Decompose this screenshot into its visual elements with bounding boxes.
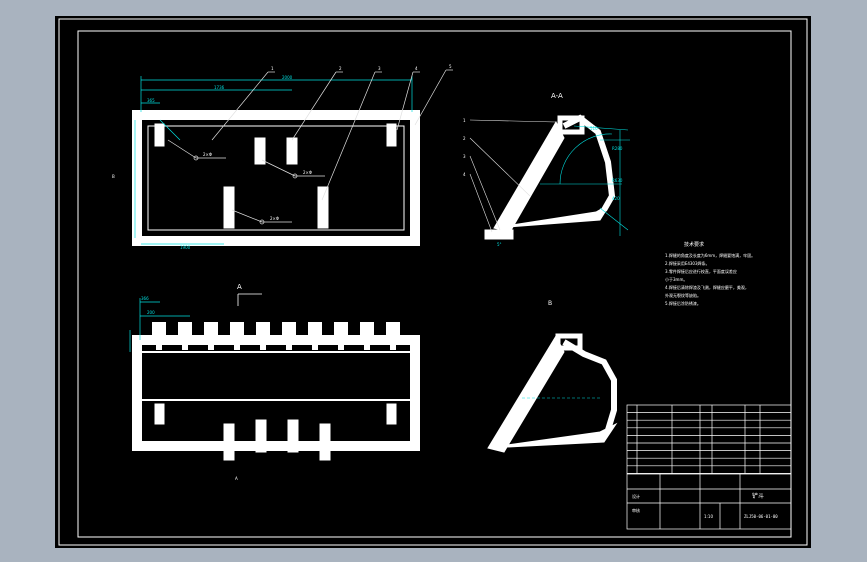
bottom-view-dimensions bbox=[129, 298, 190, 352]
dim-front-top-left: 365 bbox=[147, 98, 155, 103]
tech-req-item: 1.焊缝的角度及长度为6mm，焊缝要饱满，牢固。 bbox=[665, 252, 755, 258]
hole-callouts bbox=[167, 139, 325, 225]
tech-req-title: 技术要求 bbox=[684, 241, 704, 248]
bucket-teeth bbox=[152, 322, 400, 350]
outer-border bbox=[58, 18, 808, 546]
tech-req-item: 5.焊接后涂防锈漆。 bbox=[665, 300, 701, 306]
hole-callout-b: 2×Φ bbox=[303, 170, 312, 175]
view-a-arrow bbox=[237, 293, 262, 306]
dim-front-bottom: 1900 bbox=[180, 245, 191, 250]
dim-side-1: R280 bbox=[612, 146, 623, 151]
part-leaders bbox=[211, 69, 453, 201]
bucket-tooth bbox=[282, 322, 296, 340]
dim-bottom-left-2: 200 bbox=[147, 310, 155, 315]
tooth-shank bbox=[156, 340, 162, 350]
bucket-tooth bbox=[230, 322, 244, 340]
tech-req-item: 4.焊接后清除焊渣及飞溅，焊缝应磨平，美观， bbox=[665, 284, 749, 290]
title-block-name: 铲斗 bbox=[752, 492, 764, 500]
tooth-shank bbox=[312, 340, 318, 350]
tooth-shank bbox=[390, 340, 396, 350]
drawing-sheet bbox=[55, 16, 811, 548]
title-block-drawing-no: ZLJ50-06-01-00 bbox=[744, 514, 778, 519]
bucket-tooth bbox=[334, 322, 348, 340]
tech-req-item: 外观无裂纹等缺陷。 bbox=[665, 292, 701, 298]
title-block-scale: 1:10 bbox=[704, 514, 713, 519]
tooth-shank bbox=[364, 340, 370, 350]
dim-side-base: 5° bbox=[497, 242, 502, 247]
dim-front-top-total: 2000 bbox=[282, 75, 293, 80]
title-block-designer: 设计 bbox=[632, 493, 640, 499]
section-view-a-a bbox=[469, 114, 630, 240]
tooth-shank bbox=[338, 340, 344, 350]
hole-callout-c: 2×Φ bbox=[270, 216, 279, 221]
view-label-a: A bbox=[237, 283, 242, 291]
dim-front-top-mid: 1736 bbox=[214, 85, 225, 90]
view-label-b: B bbox=[548, 300, 552, 307]
balloon-1: 1 bbox=[271, 66, 274, 71]
view-b bbox=[487, 333, 618, 453]
side-balloon-1: 1 bbox=[463, 118, 466, 123]
tech-req-item: 3.零件焊接后应进行校直，平面度误差应 bbox=[665, 268, 737, 274]
marker-a-bottom: A bbox=[235, 476, 238, 481]
title-block bbox=[626, 404, 792, 530]
hole-callout-a: 2×Φ bbox=[203, 152, 212, 157]
dim-side-4: 510 bbox=[590, 126, 598, 131]
technical-requirements: 技术要求 1.焊缝的角度及长度为6mm，焊缝要饱满，牢固。 2.焊接采用E430… bbox=[665, 241, 755, 306]
bottom-view bbox=[132, 335, 420, 461]
balloon-3: 3 bbox=[378, 66, 381, 71]
tooth-shank bbox=[260, 340, 266, 350]
tech-req-item: 2.焊接采用E4303焊条。 bbox=[665, 260, 710, 266]
dim-front-left: B bbox=[112, 174, 115, 179]
bucket-tooth bbox=[204, 322, 218, 340]
bucket-tooth bbox=[360, 322, 374, 340]
side-balloon-3: 3 bbox=[463, 154, 466, 159]
tooth-shank bbox=[182, 340, 188, 350]
side-balloon-4: 4 bbox=[463, 172, 466, 177]
tech-req-item: 小于3mm。 bbox=[665, 276, 687, 282]
section-label-a-a: A-A bbox=[551, 92, 563, 100]
balloon-2: 2 bbox=[339, 66, 342, 71]
tooth-shank bbox=[286, 340, 292, 350]
bucket-tooth bbox=[178, 322, 192, 340]
balloon-5: 5 bbox=[449, 64, 452, 69]
bucket-tooth bbox=[386, 322, 400, 340]
inner-border bbox=[77, 30, 792, 538]
dim-bottom-left: 366 bbox=[141, 296, 149, 301]
title-block-checker: 审核 bbox=[632, 507, 640, 513]
tooth-shank bbox=[234, 340, 240, 350]
bucket-tooth bbox=[308, 322, 322, 340]
bucket-tooth bbox=[256, 322, 270, 340]
front-view bbox=[132, 110, 420, 246]
dim-side-3: 420 bbox=[612, 196, 620, 201]
tooth-shank bbox=[208, 340, 214, 350]
front-view-dimensions bbox=[134, 76, 413, 245]
dim-side-2: R630 bbox=[612, 178, 623, 183]
bucket-tooth bbox=[152, 322, 166, 340]
balloon-4: 4 bbox=[415, 66, 418, 71]
side-balloon-2: 2 bbox=[463, 136, 466, 141]
